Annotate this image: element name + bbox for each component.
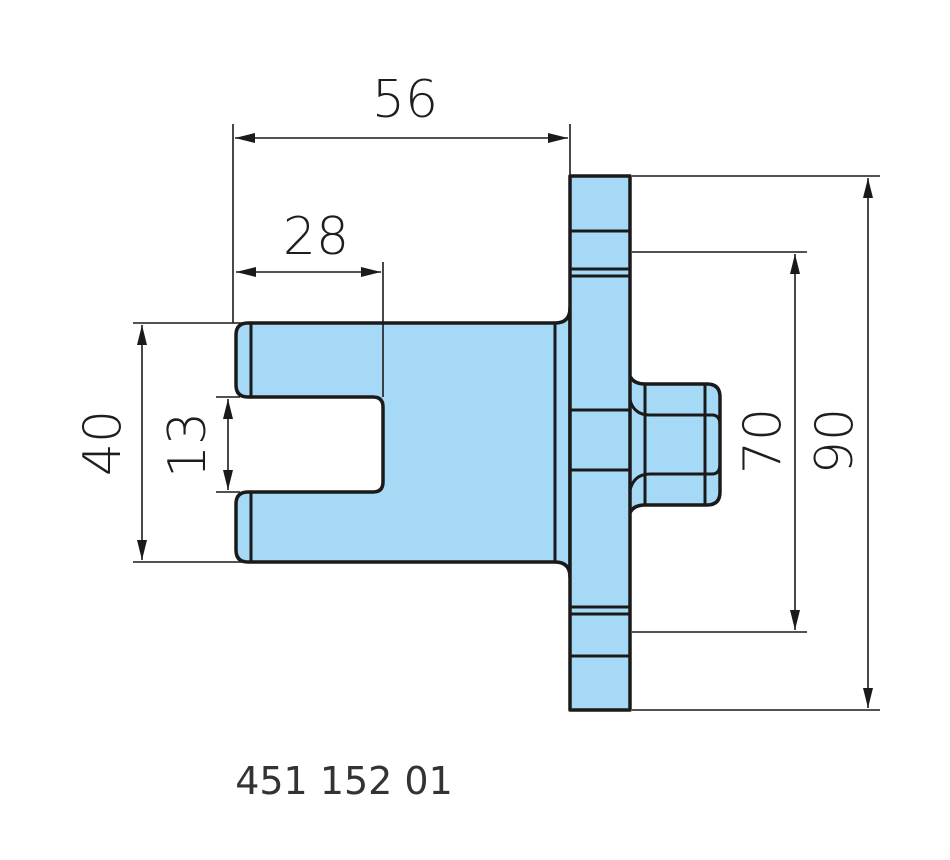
part-number: 451 152 01 [235, 759, 453, 803]
dimension-label: 90 [805, 408, 865, 474]
dimension-40: 40 [73, 325, 147, 560]
dimension-label: 13 [158, 412, 218, 478]
dimension-90: 90 [805, 178, 873, 708]
dimension-label: 56 [372, 70, 438, 130]
flange [568, 174, 632, 712]
dimension-56: 56 [235, 70, 568, 143]
dimension-label: 28 [283, 207, 349, 267]
boss-flat [628, 463, 722, 491]
fork-body [234, 306, 572, 579]
dimension-13: 13 [158, 399, 233, 490]
boss [626, 368, 722, 521]
part-outline [234, 174, 722, 712]
flange-hole-lines [570, 229, 630, 658]
dimension-label: 70 [733, 408, 793, 474]
boss-flat [628, 399, 722, 426]
dimension-label: 40 [73, 410, 133, 476]
dimension-28: 28 [236, 207, 381, 277]
extension-lines [133, 124, 880, 711]
dimension-70: 70 [733, 254, 800, 630]
